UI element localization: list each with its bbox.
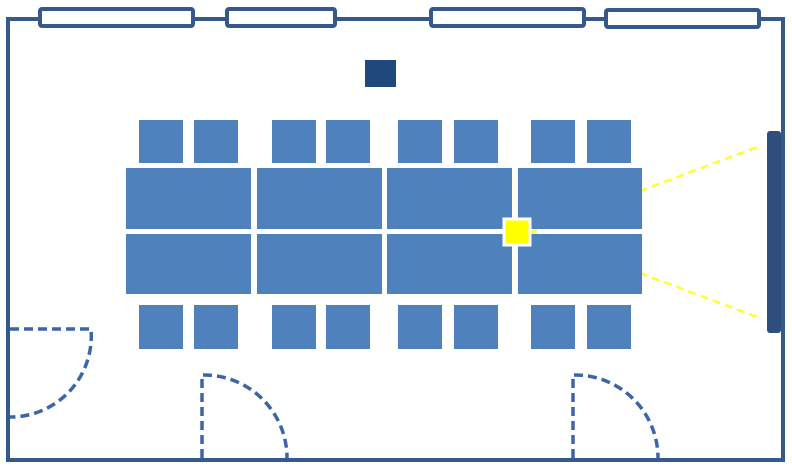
chair [139,120,183,163]
window [225,7,337,28]
chair [326,120,370,163]
door-swing-icon [9,327,94,419]
chair [139,305,183,349]
chair [531,305,575,349]
windows [38,7,761,29]
chair [531,120,575,163]
window [429,7,586,28]
table [387,234,512,294]
chair [587,305,631,349]
table [387,168,512,229]
table [257,234,382,294]
chair [454,120,498,163]
chair [194,305,238,349]
chair [272,305,316,349]
window [38,7,195,28]
chair [194,120,238,163]
chairs-top-row [139,120,631,163]
table [518,168,642,229]
chair [272,120,316,163]
door-swing-icon [200,373,289,459]
chair [326,305,370,349]
table [518,234,642,294]
window [604,8,761,29]
table [126,234,251,294]
chair [398,120,442,163]
table [257,168,382,229]
doors [9,327,660,459]
projection-screen-icon [767,131,781,333]
door-swing-icon [571,373,660,459]
chair [398,305,442,349]
chairs-bottom-row [139,305,631,349]
chair [454,305,498,349]
conference-tables [126,168,642,294]
camera-icon [502,217,532,247]
room-walls [6,17,785,462]
chair [587,120,631,163]
table [126,168,251,229]
projector-icon [365,60,396,87]
